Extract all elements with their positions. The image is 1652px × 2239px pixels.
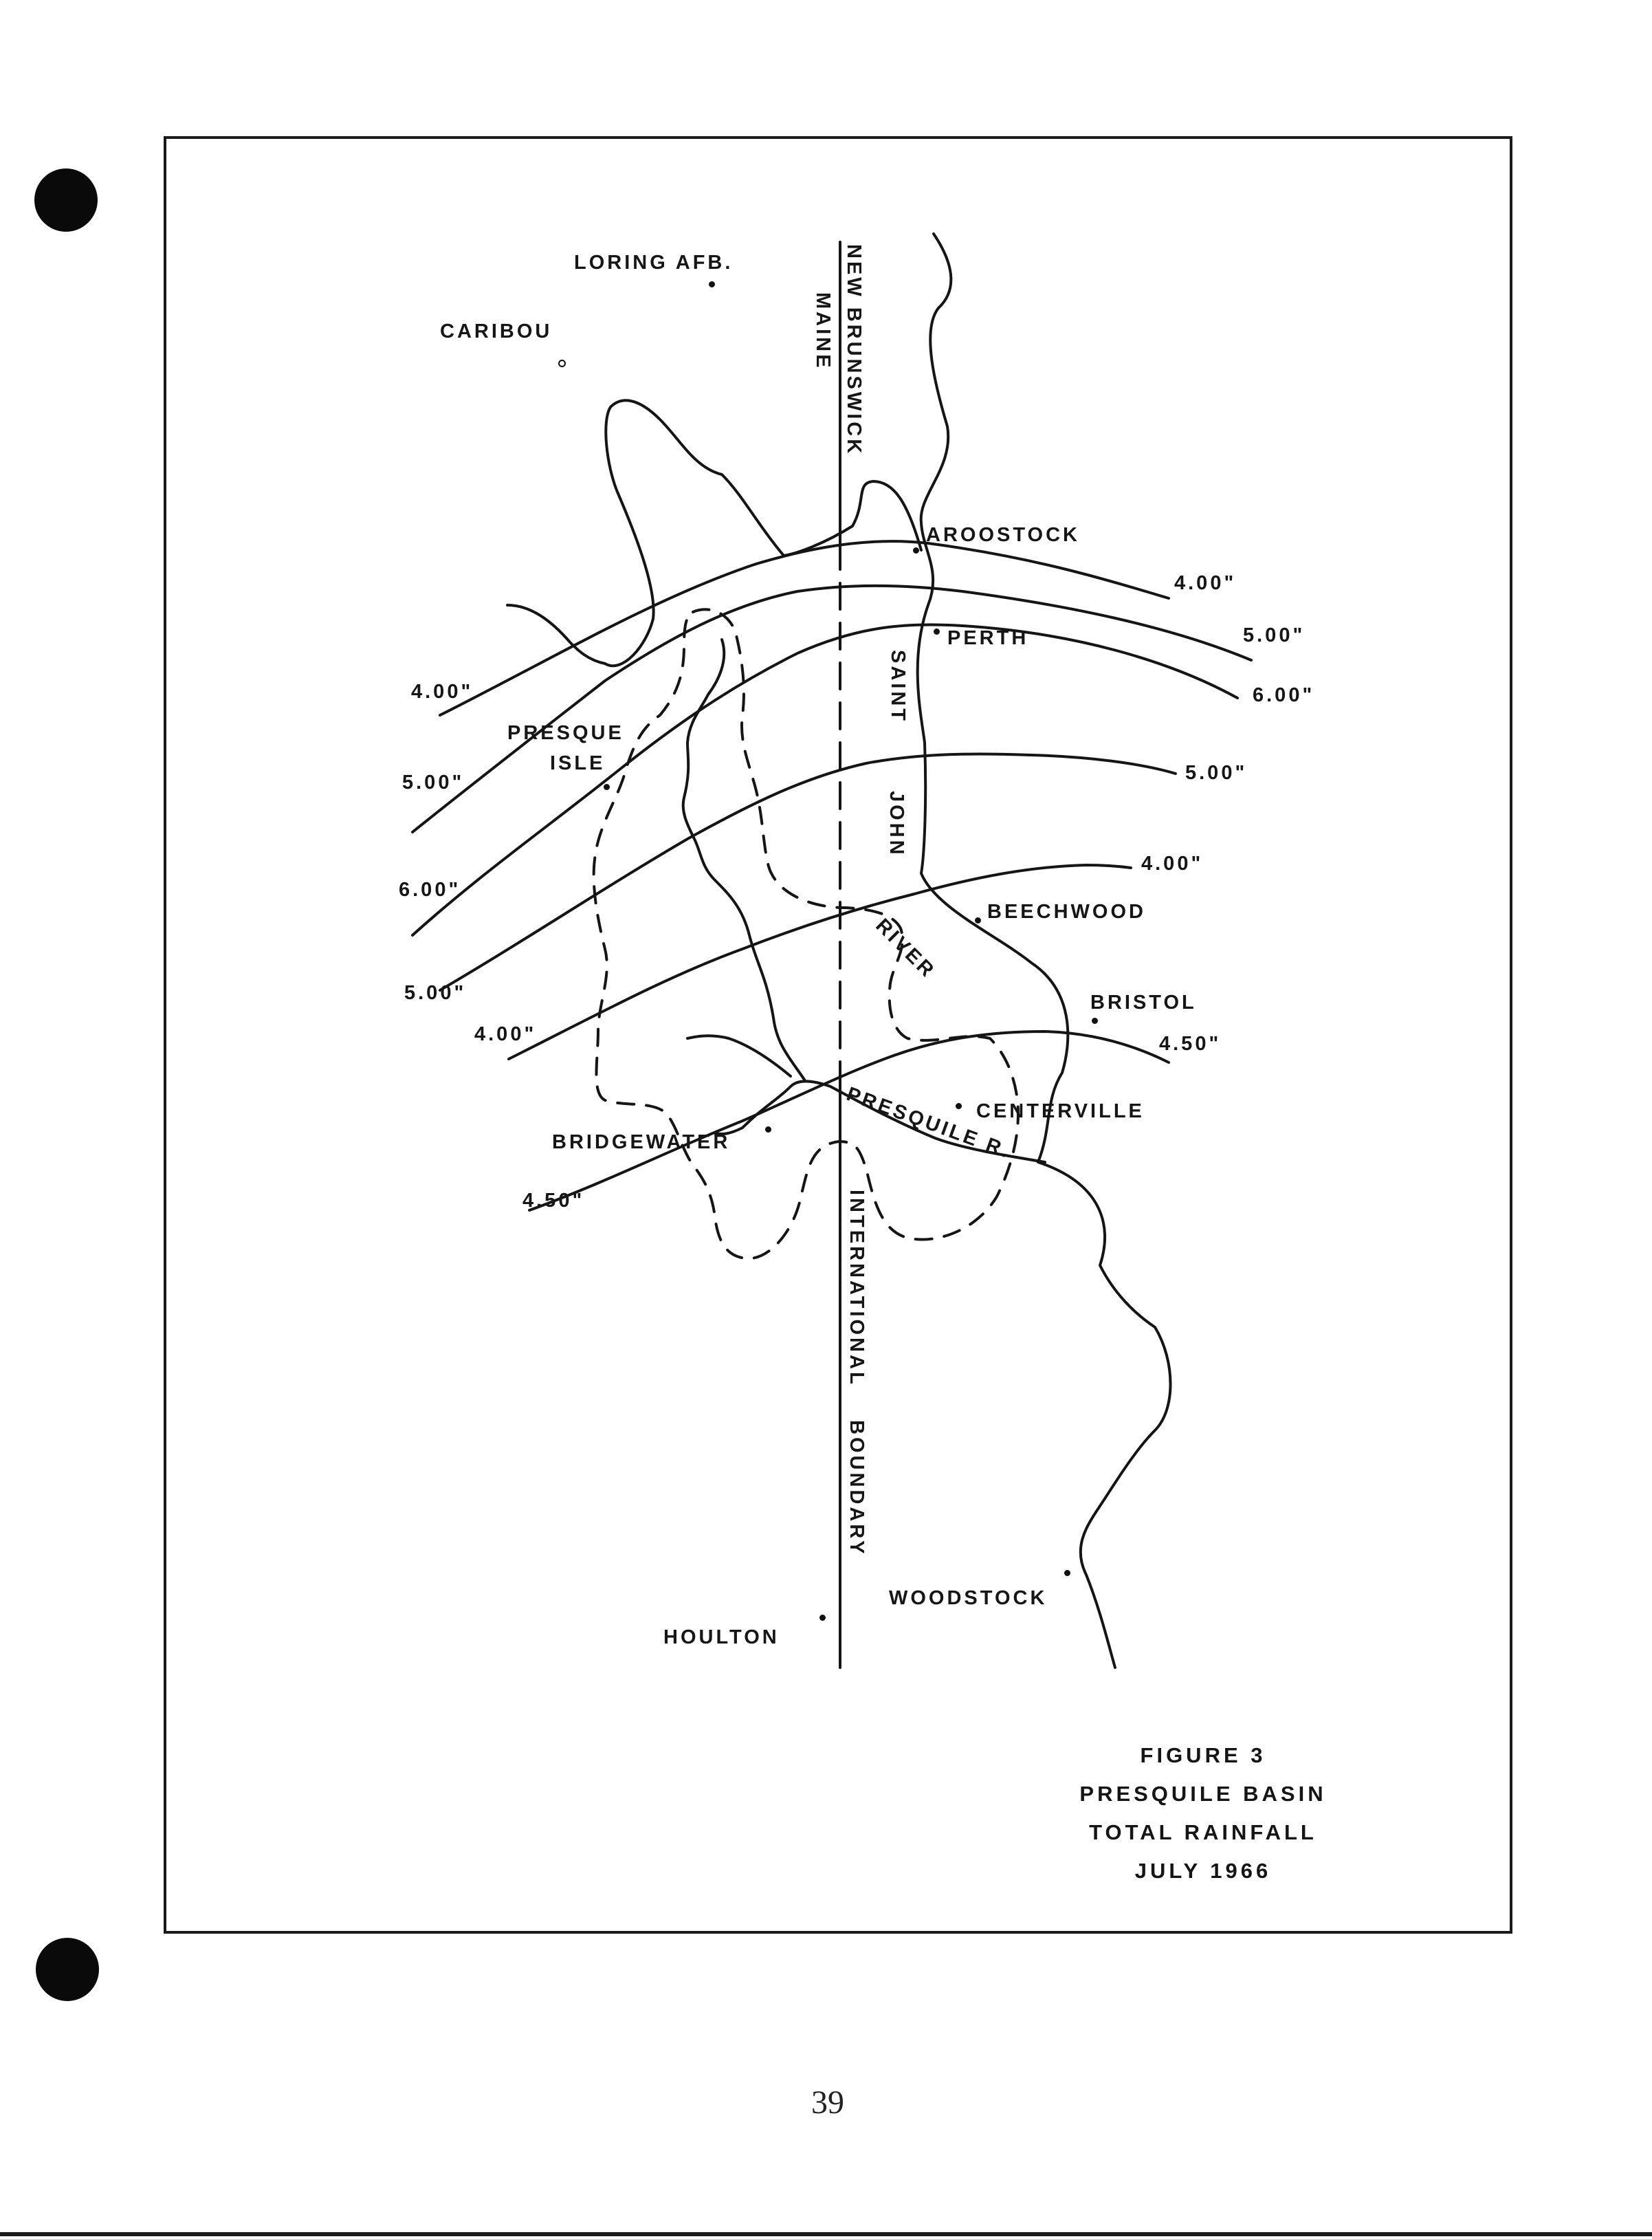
label-maine: MAINE — [812, 292, 834, 371]
label-isohyet-5.00-right-top: 5.00" — [1243, 624, 1306, 646]
presquile-tributary-west — [686, 1034, 792, 1078]
label-isohyet-6.00-left: 6.00" — [399, 879, 461, 901]
label-isohyet-5.00-right-mid: 5.00" — [1185, 762, 1248, 784]
presquile-river — [714, 1080, 1046, 1164]
label-international: INTERNATIONAL — [846, 1190, 868, 1387]
caption-line-1: PRESQUILE BASIN — [1079, 1782, 1327, 1806]
label-centerville: CENTERVILLE — [976, 1100, 1145, 1122]
isohyet-4.00-middle — [507, 864, 1132, 1060]
dot-aroostook — [913, 547, 919, 554]
label-isohyet-4.50-left: 4.50" — [522, 1190, 585, 1212]
dot-centerville — [956, 1103, 962, 1109]
label-loring-afb: LORING AFB. — [574, 252, 734, 274]
label-isohyet-4.00-right-mid: 4.00" — [1141, 853, 1204, 875]
label-isle: ISLE — [550, 752, 606, 774]
label-bridgewater: BRIDGEWATER — [552, 1131, 731, 1153]
punch-hole-top — [34, 168, 98, 232]
label-beechwood: BEECHWOOD — [987, 901, 1146, 923]
dot-presque-isle — [604, 784, 610, 790]
map-frame — [164, 136, 1512, 1934]
caption-line-2: TOTAL RAINFALL — [1089, 1820, 1317, 1844]
label-new-brunswick: NEW BRUNSWICK — [843, 244, 865, 457]
label-isohyet-5.00-left-top: 5.00" — [402, 772, 465, 794]
punch-hole-bottom — [36, 1938, 99, 2001]
label-isohyet-4.50-right: 4.50" — [1159, 1033, 1222, 1055]
label-isohyet-4.00-right-top: 4.00" — [1174, 572, 1237, 594]
label-john: JOHN — [885, 791, 907, 858]
label-perth: PERTH — [947, 627, 1029, 649]
label-boundary: BOUNDARY — [846, 1420, 868, 1557]
page-number: 39 — [811, 2084, 844, 2121]
dot-bristol — [1092, 1018, 1098, 1024]
bottom-edge-line — [0, 2232, 1652, 2236]
isohyet-5.00-north — [411, 584, 1253, 833]
label-houlton: HOULTON — [663, 1626, 780, 1648]
basin-outline — [592, 608, 1020, 1260]
isohyet-4.00-north — [439, 540, 1170, 717]
dot-beechwood — [975, 917, 981, 924]
label-saint-vertical: SAINT — [887, 650, 909, 723]
label-bristol: BRISTOL — [1090, 992, 1197, 1014]
label-isohyet-5.00-left-low: 5.00" — [404, 982, 467, 1004]
label-caribou: CARIBOU — [440, 320, 553, 342]
label-isohyet-4.00-left-top: 4.00" — [411, 681, 474, 703]
label-presque: PRESQUE — [507, 722, 624, 744]
isohyet-6.00 — [411, 623, 1239, 937]
figure-caption: FIGURE 3 PRESQUILE BASIN TOTAL RAINFALL … — [1011, 1736, 1396, 1890]
label-woodstock: WOODSTOCK — [889, 1587, 1048, 1609]
dot-woodstock — [1064, 1570, 1070, 1576]
dot-perth — [934, 629, 940, 635]
saint-john-river — [916, 232, 1172, 1669]
caption-line-3: JULY 1966 — [1134, 1859, 1272, 1883]
dot-loring — [709, 281, 715, 287]
dot-houlton — [819, 1615, 826, 1621]
dot-bridgewater — [765, 1126, 771, 1133]
isohyet-5.00-middle — [439, 752, 1177, 992]
isohyet-4.50 — [528, 1030, 1170, 1212]
dot-caribou — [558, 360, 566, 367]
aroostook-river — [506, 399, 923, 668]
label-isohyet-6.00-right: 6.00" — [1253, 684, 1315, 706]
label-isohyet-4.00-left-low: 4.00" — [474, 1023, 537, 1045]
label-aroostook: AROOSTOCK — [926, 524, 1080, 546]
caption-figure-number: FIGURE 3 — [1140, 1743, 1266, 1767]
